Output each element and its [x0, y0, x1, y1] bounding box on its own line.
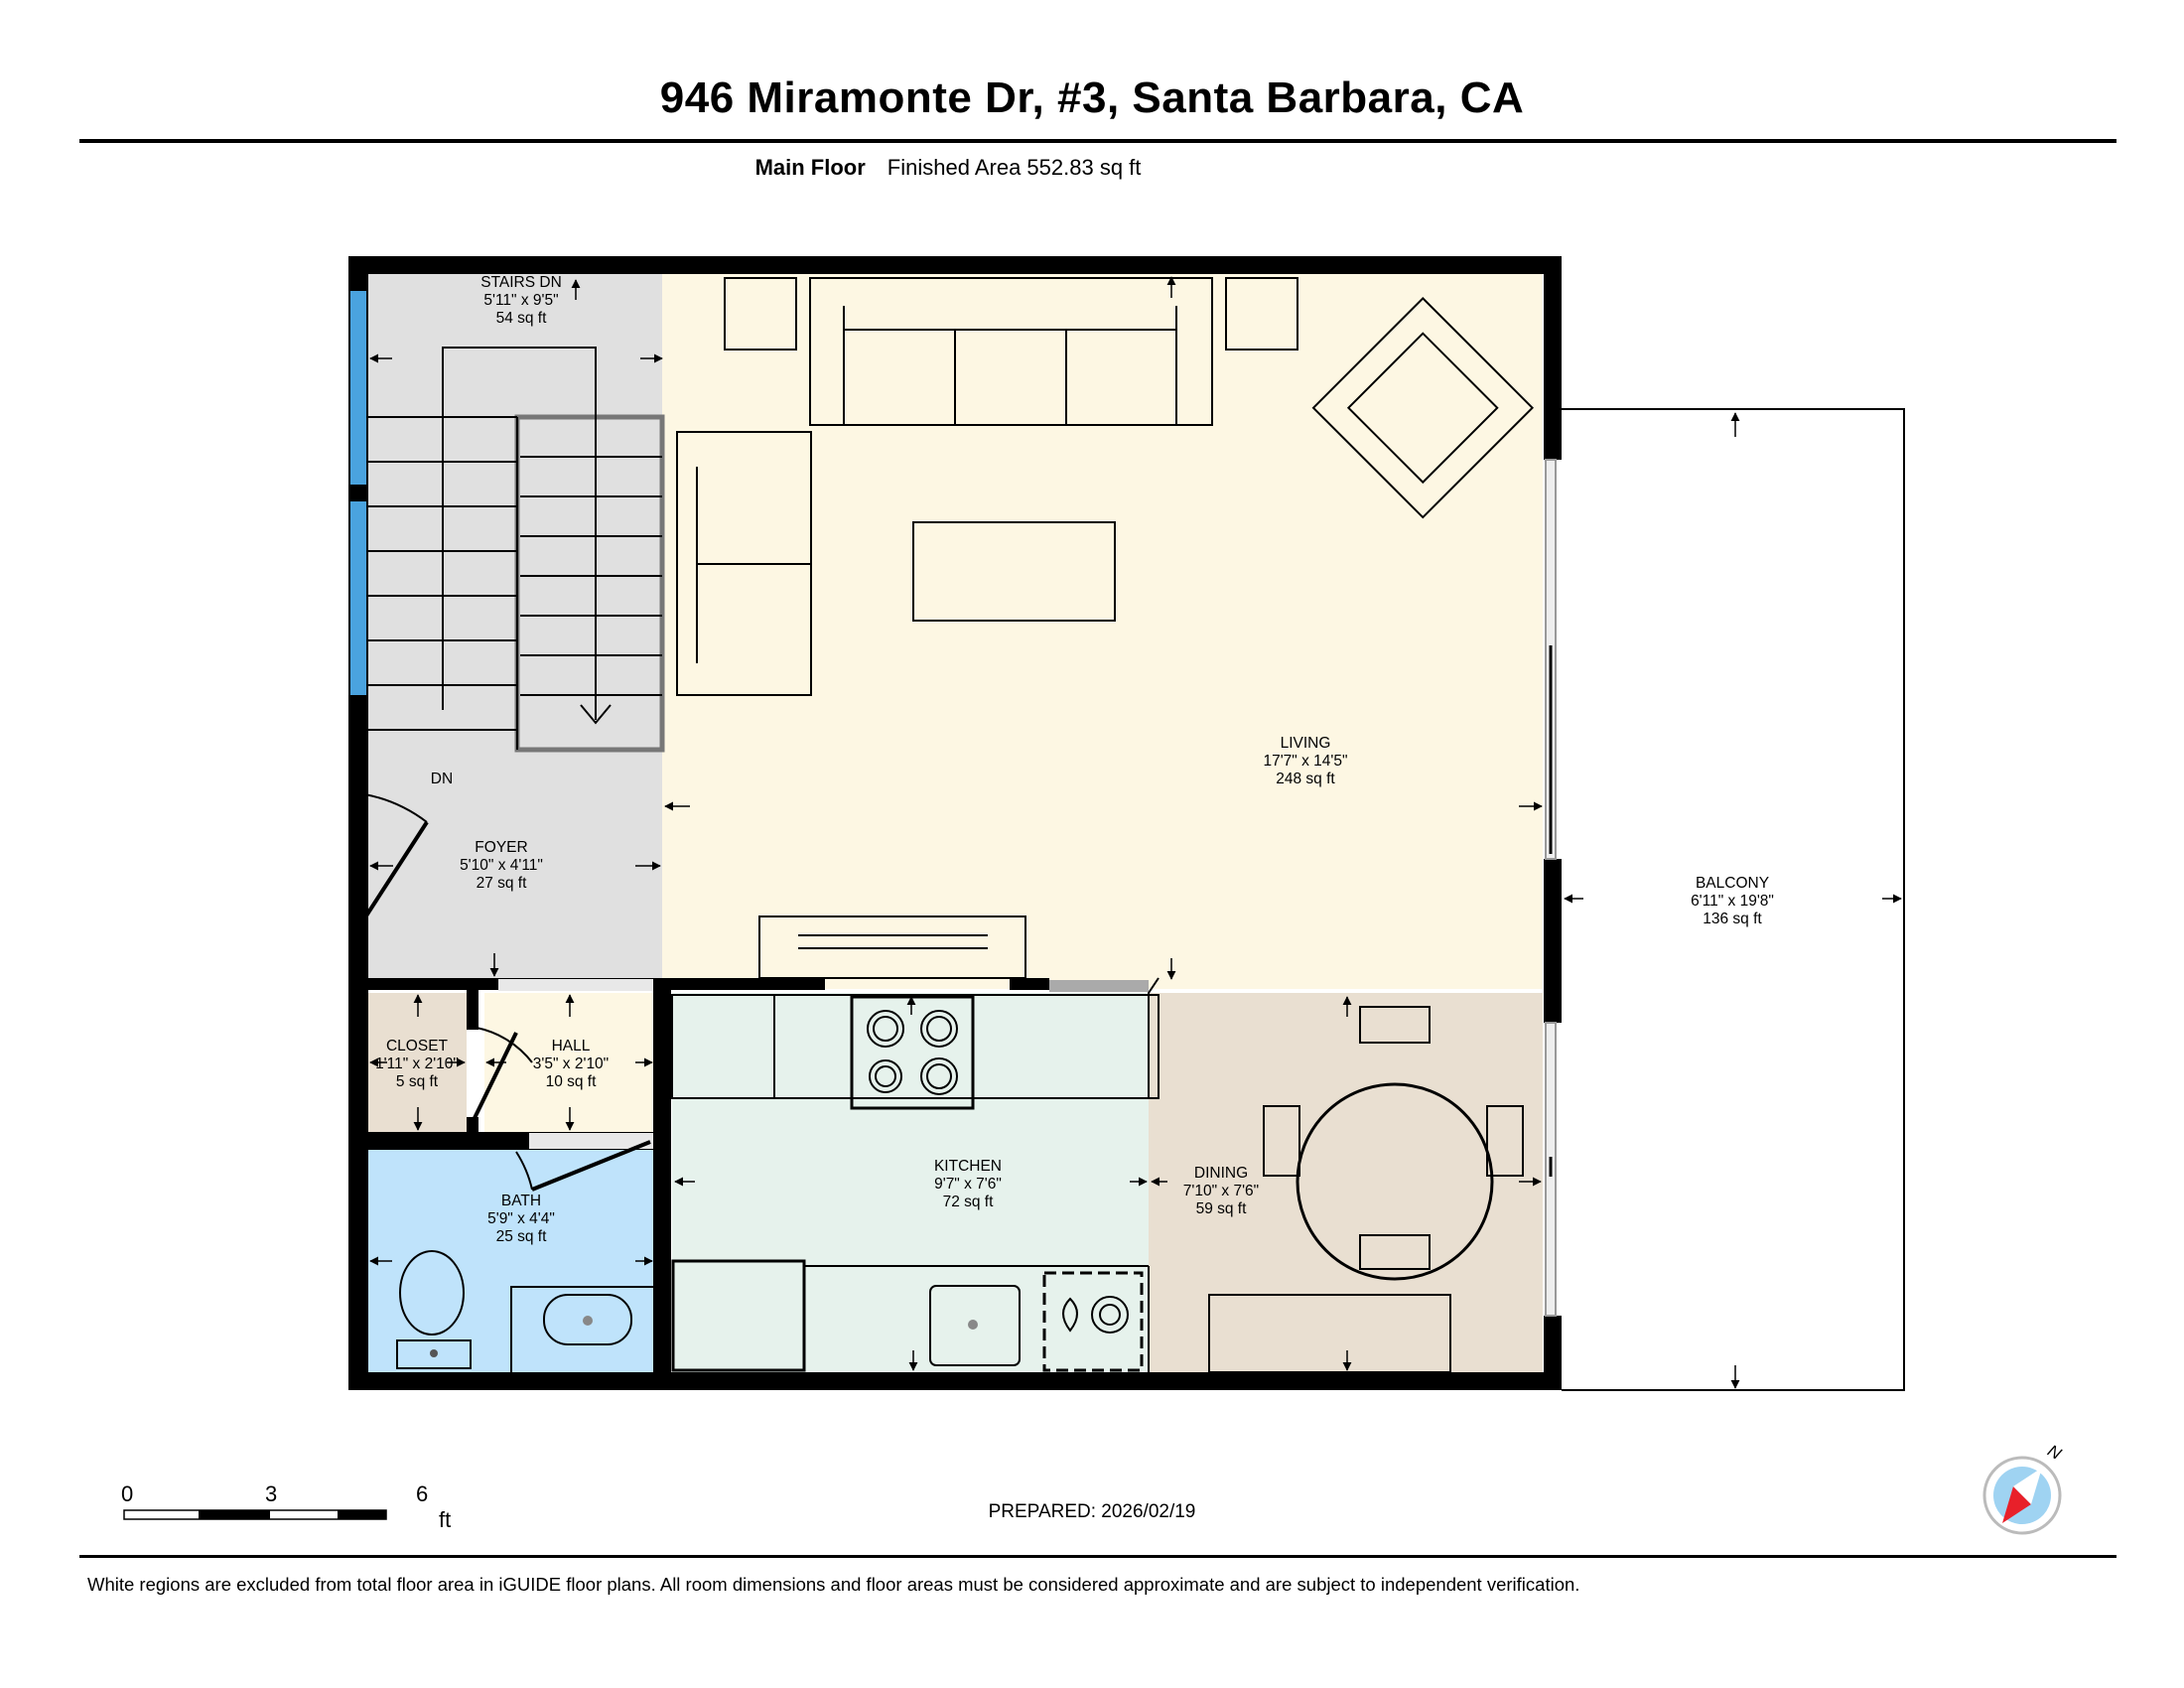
room-label-bath: BATH 5'9" x 4'4" 25 sq ft [457, 1193, 586, 1246]
kitchen-name: KITCHEN [933, 1158, 1003, 1175]
hall-area: 10 sq ft [545, 1073, 597, 1090]
scale-unit: ft [439, 1507, 452, 1532]
stairs-dims: 5'11" x 9'5" [483, 292, 559, 309]
room-fills [367, 272, 1543, 1372]
page-title: 946 Miramonte Dr, #3, Santa Barbara, CA [659, 73, 1525, 122]
closet-dims: 1'11" x 2'10" [375, 1055, 459, 1072]
counter-gray [1049, 980, 1149, 992]
hall-name: HALL [551, 1038, 591, 1055]
foyer-name: FOYER [475, 839, 528, 856]
floor-subtitle: Main Floor Finished Area 552.83 sq ft [0, 155, 1896, 181]
floor-label: Main Floor [754, 155, 866, 180]
kitchen-fixtures [671, 977, 1160, 1372]
bath-name: BATH [500, 1193, 542, 1209]
kitchen-area: 72 sq ft [942, 1194, 994, 1210]
scale-bar [123, 1509, 387, 1520]
stairs-area: 54 sq ft [495, 310, 547, 327]
dining-furniture [1208, 1006, 1524, 1373]
right-sliding-doors [1545, 459, 1557, 1317]
left-windows [350, 291, 366, 695]
hall-doorway [498, 979, 653, 991]
bath-area: 25 sq ft [495, 1228, 547, 1245]
kitchen-fill [672, 993, 1149, 1372]
dining-area: 59 sq ft [1195, 1200, 1247, 1217]
living-fill [662, 272, 1543, 989]
room-label-hall: HALL 3'5" x 2'10" 10 sq ft [516, 1038, 625, 1091]
living-furniture [676, 277, 1535, 979]
dining-dims: 7'10" x 7'6" [1182, 1183, 1260, 1199]
room-label-stairs: STAIRS DN 5'11" x 9'5" 54 sq ft [447, 274, 596, 328]
stairs-name: STAIRS DN [480, 274, 562, 291]
bath-dims: 5'9" x 4'4" [487, 1210, 555, 1227]
room-label-balcony: BALCONY 6'11" x 19'8" 136 sq ft [1658, 875, 1807, 928]
room-label-foyer: FOYER 5'10" x 4'11" 27 sq ft [427, 839, 576, 893]
room-label-closet: CLOSET 1'11" x 2'10" 5 sq ft [367, 1038, 467, 1091]
foyer-dims: 5'10" x 4'11" [460, 857, 543, 874]
staircase [368, 347, 665, 753]
disclaimer-text: White regions are excluded from total fl… [87, 1574, 1580, 1595]
closet-name: CLOSET [385, 1038, 448, 1055]
balcony-area: 136 sq ft [1703, 911, 1762, 927]
scale-tick-3: 6 [416, 1481, 429, 1506]
scale-tick-0: 0 [121, 1481, 134, 1506]
room-label-dining: DINING 7'10" x 7'6" 59 sq ft [1147, 1165, 1296, 1218]
balcony-outline [1562, 408, 1905, 1391]
balcony-dims: 6'11" x 19'8" [1691, 893, 1774, 910]
dn-label: DN [430, 771, 454, 787]
scale-tick-3: 3 [265, 1481, 278, 1506]
foyer-area: 27 sq ft [476, 875, 527, 892]
living-name: LIVING [1280, 735, 1331, 752]
bath-fixtures [396, 1250, 658, 1372]
living-dims: 17'7" x 14'5" [1263, 753, 1348, 770]
bath-doorway [529, 1133, 653, 1149]
hall-dims: 3'5" x 2'10" [532, 1055, 610, 1072]
balcony-name: BALCONY [1695, 875, 1770, 892]
kitchen-dims: 9'7" x 7'6" [934, 1176, 1002, 1193]
finished-area-label: Finished Area 552.83 sq ft [887, 155, 1142, 180]
prepared-date: PREPARED: 2026/02/19 [988, 1501, 1196, 1522]
header-rule [79, 139, 2116, 143]
closet-area: 5 sq ft [395, 1073, 439, 1090]
footer-rule [79, 1555, 2116, 1558]
dining-name: DINING [1193, 1165, 1249, 1182]
dining-fill [1149, 993, 1543, 1372]
hall-fill [484, 993, 653, 1132]
room-label-living: LIVING 17'7" x 14'5" 248 sq ft [1231, 735, 1380, 788]
dimension-arrows [369, 276, 1902, 1389]
living-area: 248 sq ft [1276, 771, 1335, 787]
doors [348, 791, 651, 1192]
room-label-kitchen: KITCHEN 9'7" x 7'6" 72 sq ft [893, 1158, 1042, 1211]
compass-icon [1982, 1456, 2062, 1535]
